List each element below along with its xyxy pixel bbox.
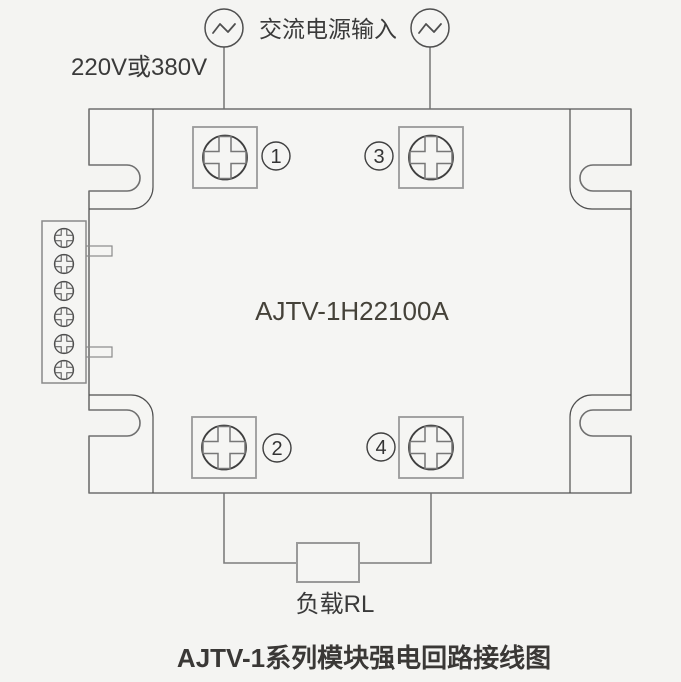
wire-terminal2-to-load [223, 478, 297, 564]
small-screw-icon [53, 359, 75, 381]
terminal-4-number: 4 [375, 437, 386, 459]
screw-icon [201, 424, 247, 471]
screw-icon [408, 134, 454, 181]
screw-icon [202, 134, 248, 181]
power-terminals [191, 126, 464, 479]
wire-load-to-terminal4 [359, 477, 432, 564]
ac-input-label: 交流电源输入 [259, 16, 397, 42]
diagram-caption: AJTV-1系列模块强电回路接线图 [177, 643, 551, 673]
module-step-lines [89, 109, 631, 493]
terminal-4-label: 4 [366, 432, 396, 462]
sine-wave-icon [212, 23, 236, 34]
terminal-1-number: 1 [270, 146, 281, 168]
screw-icon [408, 424, 454, 471]
terminal-1 [192, 126, 258, 189]
small-screw-icon [53, 333, 75, 355]
terminal-2 [191, 416, 257, 479]
load-label: 负载RL [296, 591, 375, 618]
module-model-label: AJTV-1H22100A [255, 296, 449, 326]
terminal-block-screws [53, 227, 75, 381]
ac-source-1-icon [204, 8, 244, 48]
terminal-3-label: 3 [364, 141, 394, 171]
terminal-3 [398, 126, 464, 189]
step-line-bottom-right [569, 394, 631, 493]
small-screw-icon [53, 253, 75, 275]
small-screw-icon [53, 280, 75, 302]
control-terminal-block [41, 220, 113, 384]
small-screw-icon [53, 227, 75, 249]
ac-sources [204, 8, 450, 48]
sine-wave-icon [418, 23, 442, 34]
terminal-2-label: 2 [262, 433, 292, 463]
terminal-number-labels: 1 3 2 4 [261, 141, 396, 463]
ac-source-2-icon [410, 8, 450, 48]
small-screw-icon [53, 306, 75, 328]
step-line-top-right [569, 109, 631, 210]
terminal-2-number: 2 [271, 438, 282, 460]
terminal-1-label: 1 [261, 141, 291, 171]
step-line-top-left [89, 109, 154, 210]
terminal-4 [398, 416, 464, 479]
module-outline [88, 108, 632, 494]
terminal-3-number: 3 [373, 146, 384, 168]
load-resistor-box [296, 542, 360, 583]
step-line-bottom-left [89, 394, 154, 493]
voltage-label: 220V或380V [71, 54, 207, 81]
